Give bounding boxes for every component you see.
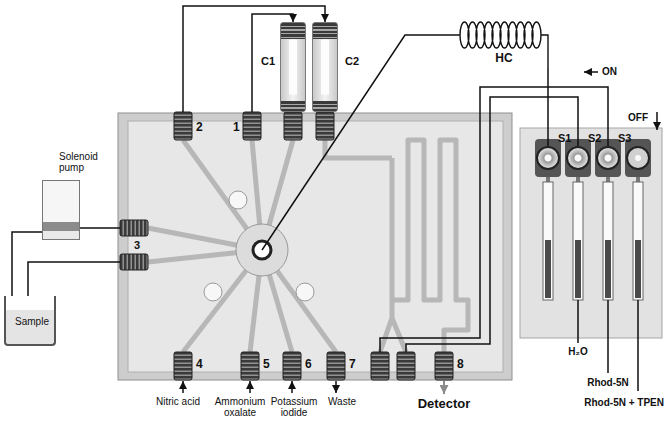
- reagent-label: Potassium iodide: [268, 396, 320, 418]
- callout-label: Waste: [328, 396, 356, 407]
- sample-beaker: Sample: [4, 296, 56, 346]
- syringe-plunger: [635, 240, 641, 298]
- node-label: Sample: [15, 316, 49, 327]
- tubing: [578, 300, 638, 391]
- node-label: HC: [495, 52, 512, 65]
- tubing-connector: [12, 232, 42, 296]
- callout-label: 7: [349, 358, 356, 371]
- syringe-neck: [576, 177, 580, 182]
- port-fitting: [283, 352, 301, 380]
- syringe-barrel: [633, 182, 643, 300]
- tubing: [28, 262, 120, 296]
- chip-well: [296, 283, 314, 301]
- syringe-neck: [606, 177, 610, 182]
- pump-cassette: [625, 139, 651, 177]
- port-fitting: [284, 112, 302, 140]
- callout-label: 3: [134, 239, 140, 251]
- reagent-label: Ammonium oxalate: [212, 396, 268, 418]
- callout-label: Rhod-5N: [587, 377, 629, 388]
- port-fitting: [435, 352, 453, 380]
- port-fitting: [120, 254, 148, 270]
- inlet-arrow: [182, 381, 184, 393]
- node-label: C2: [345, 55, 359, 67]
- pump-head: S2: [566, 146, 590, 170]
- callout-label: 5: [263, 358, 270, 371]
- syringe-plunger: [605, 240, 611, 298]
- pump-head: [627, 147, 649, 169]
- chip-well: [229, 191, 247, 209]
- callout-label: 4: [196, 358, 203, 371]
- tubing: [80, 227, 120, 229]
- inlet-arrow: [291, 381, 293, 393]
- pump-panel: [520, 128, 662, 338]
- direction-arrow: [584, 71, 598, 73]
- column-cartridge: C2: [312, 22, 338, 112]
- port-fitting: [174, 352, 192, 380]
- callout-label: OFF: [628, 112, 648, 123]
- inlet-arrow: [249, 381, 251, 393]
- node-label: S3: [618, 132, 631, 144]
- pump-head: S1: [536, 146, 560, 170]
- column-cartridge: C1: [280, 22, 306, 112]
- heating-coil: HC: [452, 18, 556, 68]
- chip-body: [118, 113, 512, 380]
- rotor-hub: [635, 155, 641, 161]
- port-fitting: [120, 220, 148, 236]
- tubing: [406, 97, 578, 352]
- syringe-neck: [636, 177, 640, 182]
- outlet-arrow: [443, 381, 445, 394]
- chip-well: [204, 283, 222, 301]
- syringe-barrel: [543, 182, 553, 300]
- reagent-label: Nitric acid: [154, 396, 202, 407]
- callout-label: 8: [457, 358, 464, 371]
- syringe-barrel: [573, 182, 583, 300]
- port-fitting: [371, 352, 389, 380]
- callout-label: 6: [305, 358, 312, 371]
- node-label: C1: [261, 55, 275, 67]
- microchannel: [148, 140, 468, 352]
- node-label: S1: [558, 132, 571, 144]
- tubing: [380, 87, 608, 352]
- node-label: Solenoid pump: [59, 151, 113, 173]
- callout-label: 1: [233, 121, 240, 134]
- port-fitting: [316, 112, 334, 140]
- callout-label: Detector: [418, 397, 471, 411]
- callout-label: H₂O: [568, 346, 587, 357]
- solenoid-pump: Solenoid pump: [42, 180, 80, 240]
- port-fitting: [327, 352, 345, 380]
- chip-face: [128, 121, 503, 372]
- port-fitting: [243, 112, 261, 140]
- pump-head: S3: [596, 146, 620, 170]
- callout-label: Rhod-5N + TPEN: [584, 397, 664, 408]
- callout-label: 2: [196, 121, 203, 134]
- syringe-barrel: [603, 182, 613, 300]
- outlet-arrow: [335, 381, 337, 393]
- coil-winding: [452, 22, 548, 68]
- node-label: S2: [588, 132, 601, 144]
- syringe-plunger: [545, 240, 551, 298]
- direction-arrow: [656, 112, 658, 130]
- port-fitting: [174, 112, 192, 140]
- syringe-neck: [546, 177, 550, 182]
- tubing: [183, 6, 325, 112]
- tubing-connector: [547, 68, 549, 146]
- callout-label: ON: [602, 66, 617, 77]
- syringe-plunger: [575, 240, 581, 298]
- port-fitting: [397, 352, 415, 380]
- port-fitting: [241, 352, 259, 380]
